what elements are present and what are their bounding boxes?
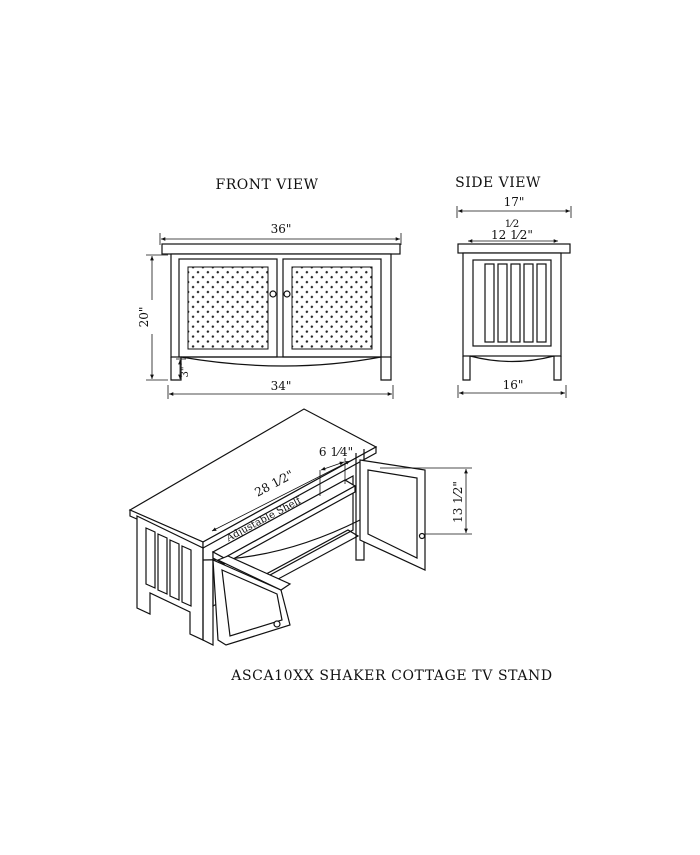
iso-shelf-depth-dimension: 6 1⁄4" bbox=[319, 445, 353, 496]
product-caption: ASCA10XX SHAKER COTTAGE TV STAND bbox=[230, 668, 552, 684]
iso-door-height-label: 13 1⁄2" bbox=[451, 481, 465, 523]
side-depth-dimension: 17" bbox=[456, 195, 572, 218]
side-cabinet bbox=[457, 243, 571, 381]
side-view-title: SIDE VIEW bbox=[455, 175, 541, 191]
front-bottom-width-dimension: 34" bbox=[167, 379, 394, 399]
front-cabinet bbox=[161, 243, 401, 381]
side-slats bbox=[145, 527, 192, 607]
side-depth-bottom-label: 16" bbox=[503, 378, 524, 392]
side-inner-fraction: 1⁄2 bbox=[505, 219, 519, 230]
side-inner-label: 12 1⁄2" bbox=[491, 228, 533, 242]
front-width-bottom-label: 34" bbox=[271, 379, 292, 393]
front-leg-label: 3" bbox=[180, 367, 191, 378]
front-width-dimension: 36" bbox=[159, 222, 402, 245]
front-view: FRONT VIEW 36" bbox=[136, 177, 402, 399]
front-leg-dimension: 3" bbox=[176, 358, 191, 379]
front-view-title: FRONT VIEW bbox=[215, 177, 318, 193]
side-depth-top-label: 17" bbox=[504, 195, 525, 209]
front-height-label: 20" bbox=[137, 307, 151, 328]
isometric-view: Adjustable Shelf 28 1⁄2" 6 1⁄4" bbox=[128, 408, 472, 646]
left-door-knob bbox=[273, 620, 281, 628]
side-view: SIDE VIEW 17" 1⁄2 12 1⁄2" bbox=[455, 175, 572, 398]
iso-door-height-dimension: 13 1⁄2" bbox=[380, 467, 472, 535]
front-height-dimension: 20" bbox=[136, 254, 168, 381]
iso-shelf-depth-label: 6 1⁄4" bbox=[319, 445, 353, 459]
side-inner-dimension: 1⁄2 12 1⁄2" bbox=[468, 219, 558, 243]
front-width-top-label: 36" bbox=[271, 222, 292, 236]
side-bottom-dimension: 16" bbox=[457, 378, 567, 398]
